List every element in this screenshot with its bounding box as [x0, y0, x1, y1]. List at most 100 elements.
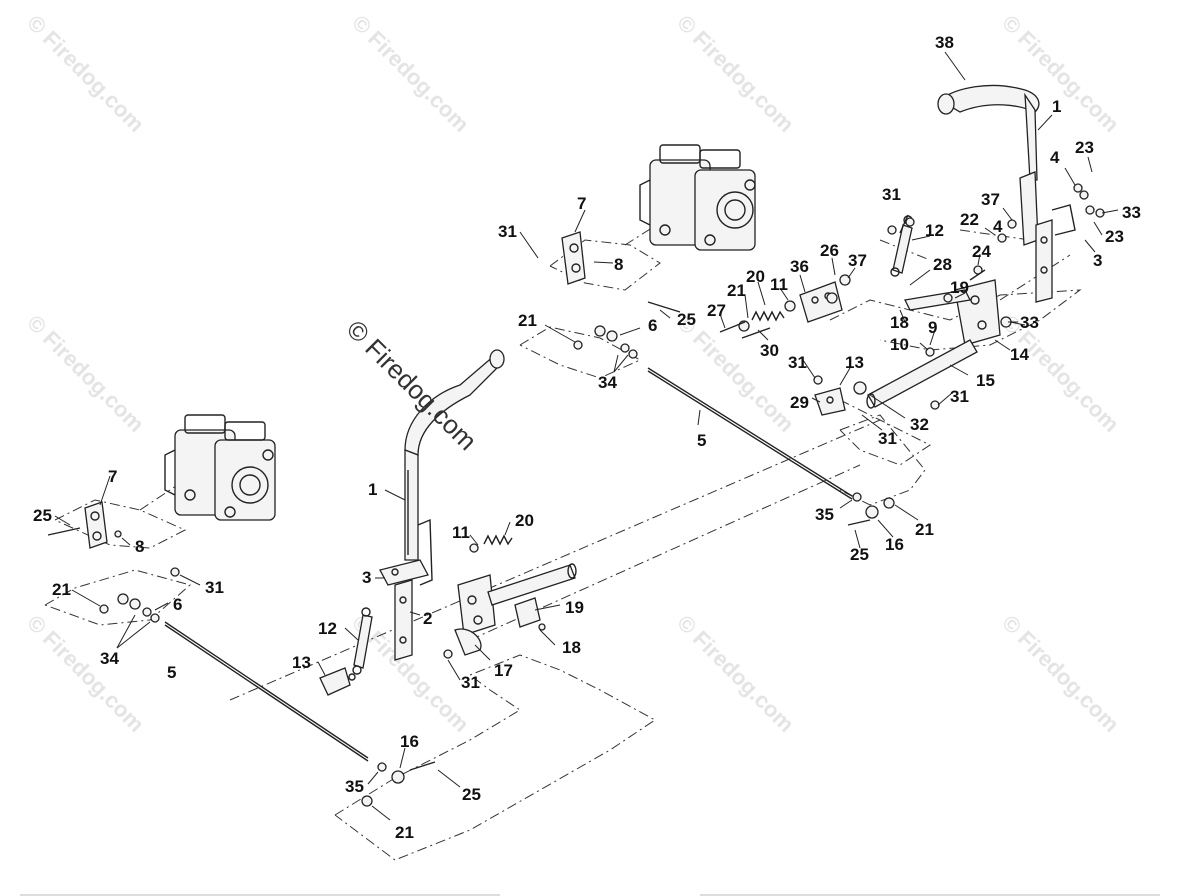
callout-37: 37 — [981, 190, 1000, 209]
callout-19: 19 — [950, 278, 969, 297]
callout-5: 5 — [697, 431, 706, 450]
callout-21: 21 — [52, 580, 71, 599]
callout-5: 5 — [167, 663, 176, 682]
callout-28: 28 — [933, 255, 952, 274]
lever-bracket-17 — [443, 574, 496, 659]
footer-divider-left — [20, 894, 500, 896]
callout-10: 10 — [890, 335, 909, 354]
spring-20-right — [751, 310, 785, 322]
callout-34: 34 — [100, 649, 119, 668]
callout-8: 8 — [135, 537, 144, 556]
callout-23: 23 — [1105, 227, 1124, 246]
callout-21: 21 — [518, 311, 537, 330]
rod-hardware-right — [573, 301, 895, 526]
bracket-13-right — [814, 387, 846, 416]
leader-lines — [54, 51, 1119, 821]
callout-25: 25 — [33, 506, 52, 525]
callout-labels: 38 1 4 23 33 23 3 37 4 22 24 31 12 28 19… — [33, 33, 1141, 842]
callout-16: 16 — [400, 732, 419, 751]
control-arm-1-right — [1019, 171, 1076, 303]
callout-21: 21 — [727, 281, 746, 300]
callout-17: 17 — [494, 661, 513, 680]
callout-18: 18 — [890, 313, 909, 332]
callout-32: 32 — [910, 415, 929, 434]
control-rod-5-right — [647, 367, 853, 500]
damper-12-left — [352, 607, 373, 675]
callout-22: 22 — [960, 210, 979, 229]
damper-12-right — [890, 214, 913, 277]
callout-11: 11 — [452, 523, 470, 542]
callout-31: 31 — [950, 387, 969, 406]
callout-23: 23 — [1075, 138, 1094, 157]
callout-13: 13 — [292, 653, 311, 672]
callout-3: 3 — [362, 568, 371, 587]
callout-8: 8 — [614, 255, 623, 274]
callout-33: 33 — [1020, 313, 1039, 332]
callout-6: 6 — [648, 316, 657, 335]
callout-31: 31 — [461, 673, 480, 692]
callout-4: 4 — [993, 217, 1003, 236]
hydro-pump-left — [164, 414, 276, 521]
callout-20: 20 — [746, 267, 765, 286]
callout-33: 33 — [1122, 203, 1141, 222]
callout-30: 30 — [760, 341, 779, 360]
control-lever-38 — [937, 84, 1040, 181]
callout-12: 12 — [925, 221, 944, 240]
callout-31: 31 — [788, 353, 807, 372]
bracket-13-left — [319, 667, 356, 696]
callout-27: 27 — [707, 301, 726, 320]
callout-20: 20 — [515, 511, 534, 530]
callout-1: 1 — [368, 480, 377, 499]
callout-25: 25 — [677, 310, 696, 329]
callout-38: 38 — [935, 33, 954, 52]
callout-2: 2 — [423, 609, 432, 628]
callout-11: 11 — [770, 275, 788, 294]
callout-1: 1 — [1052, 97, 1061, 116]
mount-plate-7-right — [561, 231, 586, 285]
callout-3: 3 — [1093, 251, 1102, 270]
control-lever-1-left — [404, 349, 505, 561]
callout-24: 24 — [972, 242, 991, 261]
callout-36: 36 — [790, 257, 809, 276]
callout-31: 31 — [498, 222, 517, 241]
callout-6: 6 — [173, 595, 182, 614]
callout-21: 21 — [395, 823, 414, 842]
callout-35: 35 — [345, 777, 364, 796]
control-arm-2-left — [379, 518, 433, 661]
callout-12: 12 — [318, 619, 337, 638]
pivot-shaft-15 — [866, 339, 978, 409]
callout-34: 34 — [598, 373, 617, 392]
hydro-pump-right — [639, 144, 756, 251]
callout-9: 9 — [928, 318, 937, 337]
rod-hardware-left — [47, 527, 436, 807]
callout-35: 35 — [815, 505, 834, 524]
control-rod-5-left — [164, 621, 369, 762]
callout-18: 18 — [562, 638, 581, 657]
callout-21: 21 — [915, 520, 934, 539]
callout-25: 25 — [462, 785, 481, 804]
callout-19: 19 — [565, 598, 584, 617]
callout-15: 15 — [976, 371, 995, 390]
pivot-shaft-left — [487, 563, 577, 606]
footer-divider-right — [700, 894, 1160, 896]
callout-31: 31 — [882, 185, 901, 204]
callout-37: 37 — [848, 251, 867, 270]
small-hardware-right — [719, 183, 1105, 410]
callout-4: 4 — [1050, 148, 1060, 167]
callout-14: 14 — [1010, 345, 1029, 364]
spring-20-left — [469, 534, 513, 553]
neutral-block-19-left — [514, 597, 546, 631]
callout-31: 31 — [205, 578, 224, 597]
lever-bracket-right — [904, 279, 1001, 346]
callout-29: 29 — [790, 393, 809, 412]
callout-7: 7 — [577, 194, 586, 213]
callout-13: 13 — [845, 353, 864, 372]
callout-25: 25 — [850, 545, 869, 564]
callout-26: 26 — [820, 241, 839, 260]
callout-16: 16 — [885, 535, 904, 554]
callout-31: 31 — [878, 429, 897, 448]
mount-plate-7-left — [84, 501, 108, 549]
callout-7: 7 — [108, 467, 117, 486]
